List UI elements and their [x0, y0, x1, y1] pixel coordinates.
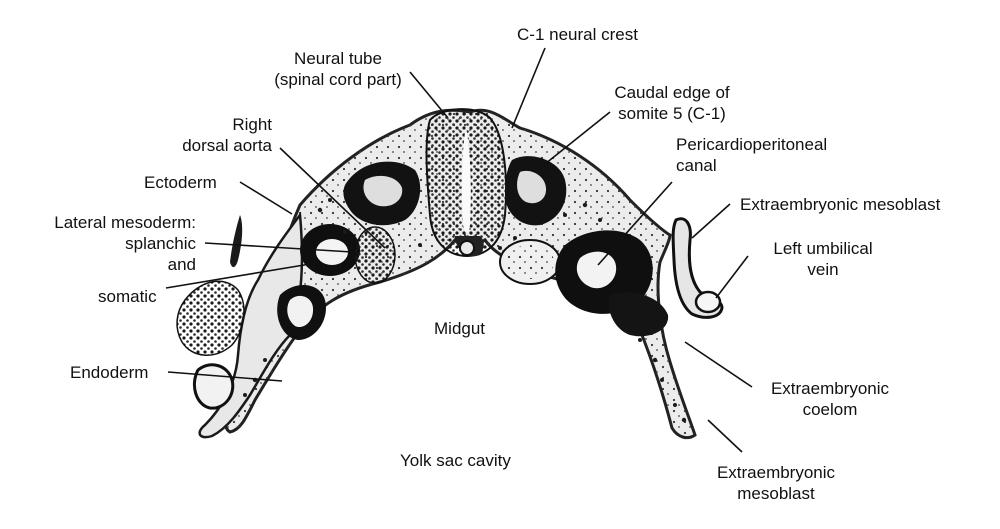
label-caudal-edge-somite: Caudal edge of somite 5 (C-1) — [608, 82, 736, 124]
leader-pericardioperitoneal — [598, 182, 672, 265]
leader-ectoderm — [240, 182, 292, 214]
label-yolk-sac-cavity: Yolk sac cavity — [400, 450, 511, 471]
leader-caudal-edge — [540, 112, 610, 168]
leader-left-umbilical-vein — [716, 256, 748, 298]
label-c1-neural-crest: C-1 neural crest — [517, 24, 638, 45]
label-lateral-mesoderm: Lateral mesoderm: splanchic and — [18, 212, 196, 275]
label-extraembryonic-coelom: Extraembryonic coelom — [756, 378, 904, 420]
label-somatic: somatic — [98, 286, 157, 307]
label-extraembryonic-mesoblast-lower: Extraembryonic mesoblast — [702, 462, 850, 504]
label-ectoderm: Ectoderm — [144, 172, 217, 193]
label-midgut: Midgut — [434, 318, 485, 339]
label-neural-tube: Neural tube (spinal cord part) — [258, 48, 418, 90]
label-left-umbilical-vein: Left umbilical vein — [758, 238, 888, 280]
leader-neural-crest — [512, 48, 545, 128]
label-extraembryonic-mesoblast-upper: Extraembryonic mesoblast — [740, 194, 940, 215]
leader-extraembryonic-mesoblast-upper — [692, 204, 730, 238]
label-endoderm: Endoderm — [70, 362, 148, 383]
label-right-dorsal-aorta: Right dorsal aorta — [150, 114, 272, 156]
label-pericardioperitoneal-canal: Pericardioperitoneal canal — [676, 134, 827, 176]
leader-extraembryonic-coelom — [685, 342, 752, 387]
leader-right-dorsal-aorta — [280, 148, 385, 248]
leader-endoderm — [168, 372, 282, 381]
leader-extraembryonic-mesoblast-lower — [708, 420, 742, 452]
leader-splanchic — [205, 243, 352, 252]
